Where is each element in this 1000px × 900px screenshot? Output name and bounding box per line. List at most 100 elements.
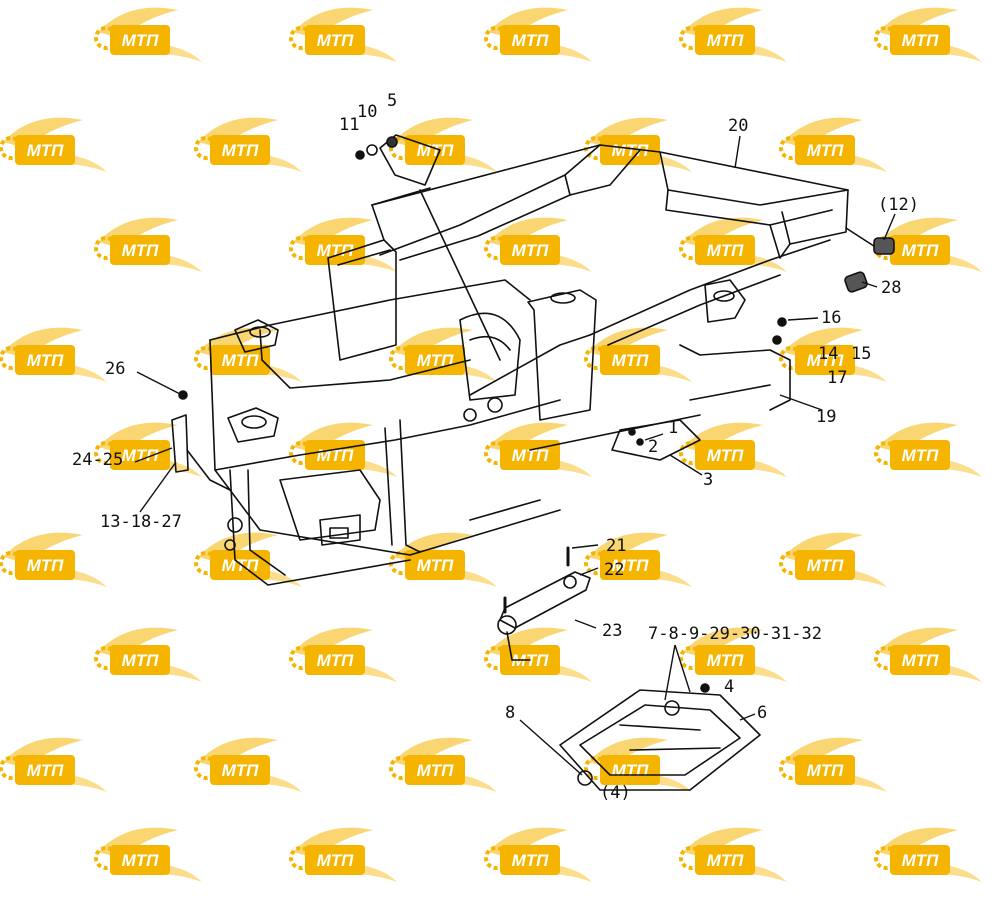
callout-2: 2 xyxy=(648,437,658,457)
watermark-logo: МТП xyxy=(289,625,399,684)
watermark-logo: МТП xyxy=(194,115,304,174)
watermark-logo: МТП xyxy=(484,420,594,479)
watermark-logo: МТП xyxy=(389,325,499,384)
watermark-text: МТП xyxy=(417,556,455,575)
watermark-text: МТП xyxy=(122,241,160,260)
watermark-text: МТП xyxy=(707,851,745,870)
callout-14: 14 xyxy=(818,344,838,364)
watermark-logo: МТП xyxy=(679,825,789,884)
watermark-logo: МТП xyxy=(779,735,889,794)
watermark-logo: МТП xyxy=(94,825,204,884)
callout-15: 15 xyxy=(851,344,871,364)
callout-6: 6 xyxy=(757,703,767,723)
watermark-logo: МТП xyxy=(679,420,789,479)
watermark-text: МТП xyxy=(27,141,65,160)
frame-assembly xyxy=(171,134,895,791)
watermark-logo: МТП xyxy=(194,325,304,384)
callout-22: 22 xyxy=(604,560,624,580)
watermark-text: МТП xyxy=(317,241,355,260)
watermark-text: МТП xyxy=(512,31,550,50)
watermark-logo: МТП xyxy=(194,735,304,794)
callout-28: 28 xyxy=(881,278,901,298)
callout-labels: 20 (12) 28 16 14 15 17 19 1 2 3 21 22 23… xyxy=(72,91,919,803)
callout-16: 16 xyxy=(821,308,841,328)
watermark-logo: МТП xyxy=(94,5,204,64)
callout-17: 17 xyxy=(827,368,847,388)
watermark-logo: МТП xyxy=(0,735,109,794)
watermark-logo: МТП xyxy=(0,325,109,384)
callout-1: 1 xyxy=(668,418,678,438)
callout-24-25: 24-25 xyxy=(72,450,123,470)
watermark-logo: МТП xyxy=(874,625,984,684)
watermark-text: МТП xyxy=(612,761,650,780)
callout-10: 10 xyxy=(357,102,377,122)
watermark-logo: МТП xyxy=(389,530,499,589)
watermark-logo: МТП xyxy=(679,5,789,64)
watermark-text: МТП xyxy=(222,556,260,575)
callout-23: 23 xyxy=(602,621,622,641)
watermark-text: МТП xyxy=(222,141,260,160)
watermark-text: МТП xyxy=(512,446,550,465)
callout-11: 11 xyxy=(339,115,359,135)
watermark-logo: МТП xyxy=(389,735,499,794)
watermark-logo: МТП xyxy=(94,215,204,274)
watermark-text: МТП xyxy=(902,241,940,260)
watermark-logo: МТП xyxy=(289,825,399,884)
watermark-logo: МТП xyxy=(0,530,109,589)
watermark-logo: МТП xyxy=(389,115,499,174)
watermark-text: МТП xyxy=(512,851,550,870)
callout-4-paren: (4) xyxy=(600,783,631,803)
watermark-text: МТП xyxy=(27,761,65,780)
watermark-logo: МТП xyxy=(289,215,399,274)
watermark-logo: МТП xyxy=(679,625,789,684)
watermark-text: МТП xyxy=(317,651,355,670)
watermark-logo: МТП xyxy=(0,115,109,174)
watermark-logo: МТП xyxy=(779,530,889,589)
watermark-text: МТП xyxy=(807,761,845,780)
watermark-text: МТП xyxy=(27,556,65,575)
callout-7-32: 7-8-9-29-30-31-32 xyxy=(648,624,822,644)
watermark-layer: МТП МТП МТП МТП МТП МТП МТП МТП МТП МТП МТП МТП МТП М… xyxy=(0,5,984,884)
callout-19: 19 xyxy=(816,407,836,427)
watermark-logo: МТП xyxy=(289,420,399,479)
watermark-text: МТП xyxy=(707,651,745,670)
watermark-logo: МТП xyxy=(874,5,984,64)
watermark-text: МТП xyxy=(707,241,745,260)
watermark-text: МТП xyxy=(122,651,160,670)
watermark-text: МТП xyxy=(317,851,355,870)
watermark-text: МТП xyxy=(902,446,940,465)
watermark-text: МТП xyxy=(222,761,260,780)
watermark-logo: МТП xyxy=(679,215,789,274)
watermark-logo: МТП xyxy=(779,325,889,384)
watermark-text: МТП xyxy=(27,351,65,370)
watermark-text: МТП xyxy=(612,351,650,370)
watermark-text: МТП xyxy=(707,446,745,465)
watermark-text: МТП xyxy=(512,241,550,260)
callout-3: 3 xyxy=(703,470,713,490)
watermark-logo: МТП xyxy=(484,825,594,884)
watermark-text: МТП xyxy=(122,31,160,50)
callout-13-18-27: 13-18-27 xyxy=(100,512,182,532)
watermark-text: МТП xyxy=(807,141,845,160)
watermark-text: МТП xyxy=(707,31,745,50)
watermark-logo: МТП xyxy=(874,420,984,479)
watermark-text: МТП xyxy=(417,351,455,370)
watermark-text: МТП xyxy=(902,651,940,670)
watermark-text: МТП xyxy=(612,141,650,160)
watermark-logo: МТП xyxy=(94,625,204,684)
callout-4: 4 xyxy=(724,677,734,697)
watermark-text: МТП xyxy=(902,851,940,870)
watermark-logo: МТП xyxy=(584,530,694,589)
watermark-text: МТП xyxy=(122,446,160,465)
leader-lines xyxy=(134,135,896,776)
watermark-logo: МТП xyxy=(584,325,694,384)
watermark-logo: МТП xyxy=(779,115,889,174)
watermark-logo: МТП xyxy=(484,5,594,64)
watermark-text: МТП xyxy=(122,851,160,870)
watermark-logo: МТП xyxy=(874,825,984,884)
watermark-text: МТП xyxy=(807,556,845,575)
watermark-text: МТП xyxy=(807,351,845,370)
watermark-logo: МТП xyxy=(289,5,399,64)
